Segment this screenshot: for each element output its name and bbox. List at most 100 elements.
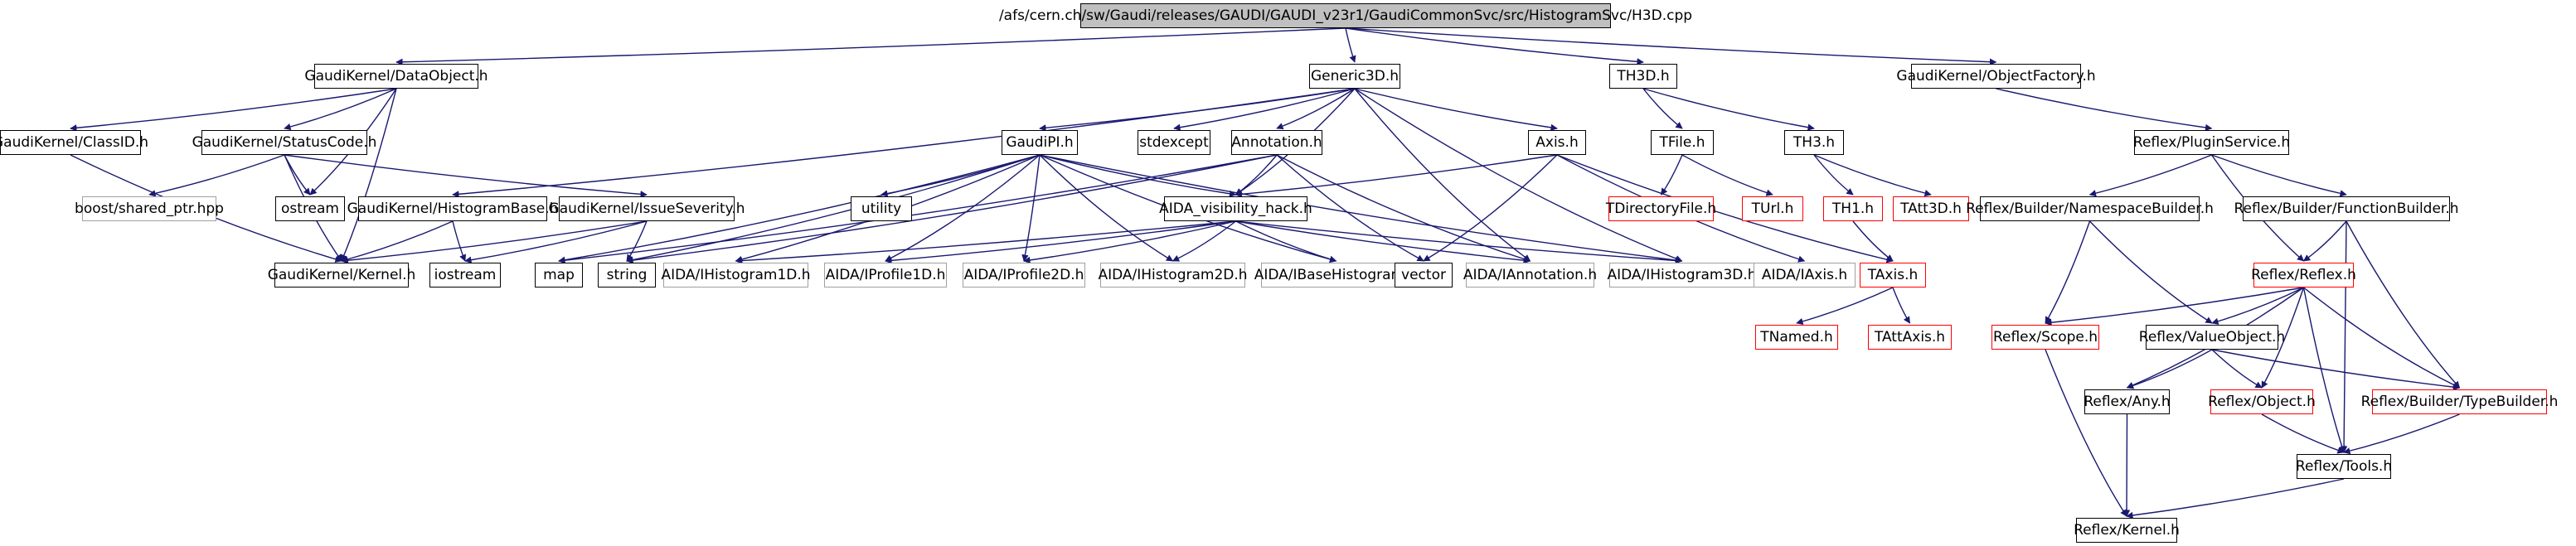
graph-edge-reflex_reflex-to-scope <box>2045 287 2304 326</box>
graph-node-ihistogram2d[interactable]: AIDA/IHistogram2D.h <box>1098 263 1248 287</box>
graph-edge-root-to-objectfactory <box>1345 27 1997 65</box>
graph-edge-generic3d-to-gaudipi <box>1039 88 1356 132</box>
graph-node-any[interactable]: Reflex/Any.h <box>2084 389 2171 414</box>
graph-node-iannotation[interactable]: AIDA/IAnnotation.h <box>1463 263 1597 287</box>
graph-node-th1[interactable]: TH1.h <box>1823 196 1883 221</box>
graph-node-tattaxis[interactable]: TAttAxis.h <box>1868 325 1952 350</box>
graph-node-map[interactable]: map <box>535 263 583 287</box>
graph-node-objectfactory[interactable]: GaudiKernel/ObjectFactory.h <box>1896 64 2096 89</box>
graph-edge-dataobject-to-statuscode <box>284 88 397 131</box>
graph-node-iaxis[interactable]: AIDA/IAxis.h <box>1754 263 1856 287</box>
graph-edge-annotation-to-aida_visibility_hack <box>1235 154 1278 196</box>
graph-node-tnamed[interactable]: TNamed.h <box>1755 325 1838 350</box>
graph-edge-aida_visibility_hack-to-iprofile1d <box>885 220 1236 264</box>
graph-node-issueseverity[interactable]: GaudiKernel/IssueSeverity.h <box>549 196 745 221</box>
graph-node-iprofile1d[interactable]: AIDA/IProfile1D.h <box>824 263 947 287</box>
graph-node-namespacebuilder[interactable]: Reflex/Builder/NamespaceBuilder.h <box>1966 196 2214 221</box>
graph-node-iostream[interactable]: iostream <box>429 263 501 287</box>
graph-node-ibasehistogram[interactable]: AIDA/IBaseHistogram.h <box>1254 263 1418 287</box>
graph-node-iprofile2d[interactable]: AIDA/IProfile2D.h <box>963 263 1085 287</box>
graph-node-boost_shared_ptr[interactable]: boost/shared_ptr.hpp <box>75 196 224 221</box>
graph-node-tools[interactable]: Reflex/Tools.h <box>2296 454 2392 479</box>
graph-edge-taxis-to-tnamed <box>1796 287 1894 325</box>
graph-edge-reflex_reflex-to-typebuilder <box>2303 287 2461 389</box>
graph-edge-gaudipi-to-ihistogram2d <box>1039 154 1174 262</box>
graph-node-taxis[interactable]: TAxis.h <box>1860 263 1926 287</box>
graph-node-tatt3d[interactable]: TAtt3D.h <box>1893 196 1969 221</box>
graph-edge-tools-to-reflex_kernel <box>2126 478 2345 519</box>
graph-edge-object-to-tools <box>2261 413 2345 454</box>
graph-edge-aida_visibility_hack-to-iprofile2d <box>1023 220 1236 264</box>
graph-node-tfile[interactable]: TFile.h <box>1651 130 1714 155</box>
graph-edge-scope-to-reflex_kernel <box>2045 349 2127 517</box>
graph-node-statuscode[interactable]: GaudiKernel/StatusCode.h <box>192 130 376 155</box>
graph-node-functionbuilder[interactable]: Reflex/Builder/FunctionBuilder.h <box>2234 196 2459 221</box>
graph-edge-histogrambase-to-kernel_h <box>341 220 454 263</box>
graph-edge-gaudipi-to-iprofile2d <box>1021 154 1041 262</box>
graph-edge-issueseverity-to-kernel_h <box>341 220 648 264</box>
graph-node-pluginservice[interactable]: Reflex/PluginService.h <box>2133 130 2290 155</box>
graph-edge-issueseverity-to-iostream <box>464 220 648 263</box>
graph-node-scope[interactable]: Reflex/Scope.h <box>1991 325 2099 350</box>
graph-edge-valueobject-to-any <box>2126 349 2213 389</box>
graph-node-stdexcept[interactable]: stdexcept <box>1138 130 1210 155</box>
graph-edge-statuscode-to-issueseverity <box>284 154 648 198</box>
graph-edge-functionbuilder-to-typebuilder <box>2346 220 2461 389</box>
graph-edge-pluginservice-to-functionbuilder <box>2211 154 2347 197</box>
graph-edge-dataobject-to-kernel_h <box>341 88 397 262</box>
graph-node-ostream[interactable]: ostream <box>275 196 345 221</box>
graph-node-classid[interactable]: GaudiKernel/ClassID.h <box>0 130 148 155</box>
graph-edge-generic3d-to-annotation <box>1276 88 1356 130</box>
graph-edge-annotation-to-iannotation <box>1276 154 1531 263</box>
graph-node-typebuilder[interactable]: Reflex/Builder/TypeBuilder.h <box>2361 389 2558 414</box>
graph-node-axis[interactable]: Axis.h <box>1528 130 1586 155</box>
graph-edge-th3d-to-tfile <box>1642 88 1683 129</box>
graph-edge-aida_visibility_hack-to-iannotation <box>1235 220 1531 264</box>
graph-node-vector[interactable]: vector <box>1395 263 1453 287</box>
graph-node-ihistogram1d[interactable]: AIDA/IHistogram1D.h <box>661 263 811 287</box>
graph-edge-tfile-to-tdirectoryfile <box>1660 154 1683 196</box>
graph-node-annotation[interactable]: Annotation.h <box>1231 130 1322 155</box>
graph-node-string[interactable]: string <box>598 263 656 287</box>
graph-edge-aida_visibility_hack-to-ihistogram2d <box>1172 220 1236 262</box>
graph-node-gaudipi[interactable]: GaudiPI.h <box>1002 130 1078 155</box>
graph-edge-root-to-generic3d <box>1345 27 1356 63</box>
graph-node-utility[interactable]: utility <box>851 196 912 221</box>
graph-edge-th3d-to-th3 <box>1642 88 1815 131</box>
graph-edge-issueseverity-to-string <box>626 220 648 262</box>
graph-node-th3d[interactable]: TH3D.h <box>1609 64 1677 89</box>
graph-node-tdirectoryfile[interactable]: TDirectoryFile.h <box>1606 196 1716 221</box>
graph-node-valueobject[interactable]: Reflex/ValueObject.h <box>2139 325 2285 350</box>
graph-edge-namespacebuilder-to-scope <box>2045 220 2091 324</box>
graph-node-th3[interactable]: TH3.h <box>1784 130 1844 155</box>
graph-node-turl[interactable]: TUrl.h <box>1742 196 1803 221</box>
graph-edge-gaudipi-to-ihistogram3d <box>1039 154 1683 264</box>
graph-edge-typebuilder-to-tools <box>2343 413 2460 455</box>
graph-edge-th1-to-taxis <box>1852 220 1894 262</box>
graph-node-root[interactable]: /afs/cern.ch/sw/Gaudi/releases/GAUDI/GAU… <box>999 3 1692 28</box>
graph-node-dataobject[interactable]: GaudiKernel/DataObject.h <box>304 64 488 89</box>
graph-edge-functionbuilder-to-reflex_reflex <box>2302 220 2347 262</box>
graph-edge-namespacebuilder-to-valueobject <box>2088 220 2213 324</box>
graph-edge-taxis-to-tattaxis <box>1892 287 1911 324</box>
graph-edge-reflex_reflex-to-valueobject <box>2211 287 2304 325</box>
graph-edge-aida_visibility_hack-to-ihistogram3d <box>1235 220 1683 264</box>
graph-node-reflex_reflex[interactable]: Reflex/Reflex.h <box>2251 263 2356 287</box>
graph-node-object[interactable]: Reflex/Object.h <box>2208 389 2316 414</box>
graph-edge-root-to-th3d <box>1345 27 1644 65</box>
graph-edge-root-to-dataobject <box>395 27 1346 65</box>
graph-edge-statuscode-to-boost_shared_ptr <box>148 154 285 197</box>
graph-edge-dataobject-to-classid <box>70 88 397 132</box>
graph-edge-th3-to-tatt3d <box>1813 154 1932 197</box>
graph-node-histogrambase[interactable]: GaudiKernel/HistogramBase.h <box>347 196 558 221</box>
graph-edge-aida_visibility_hack-to-ibasehistogram <box>1235 220 1337 263</box>
graph-edge-tfile-to-turl <box>1681 154 1773 196</box>
graph-node-generic3d[interactable]: Generic3D.h <box>1309 64 1400 89</box>
graph-node-reflex_kernel[interactable]: Reflex/Kernel.h <box>2074 518 2180 543</box>
graph-node-kernel_h[interactable]: GaudiKernel/Kernel.h <box>268 263 415 287</box>
graph-edge-generic3d-to-axis <box>1354 88 1558 132</box>
graph-node-aida_visibility_hack[interactable]: AIDA_visibility_hack.h <box>1159 196 1312 221</box>
graph-edge-th3-to-th1 <box>1813 154 1854 196</box>
graph-node-ihistogram3d[interactable]: AIDA/IHistogram3D.h <box>1607 263 1757 287</box>
